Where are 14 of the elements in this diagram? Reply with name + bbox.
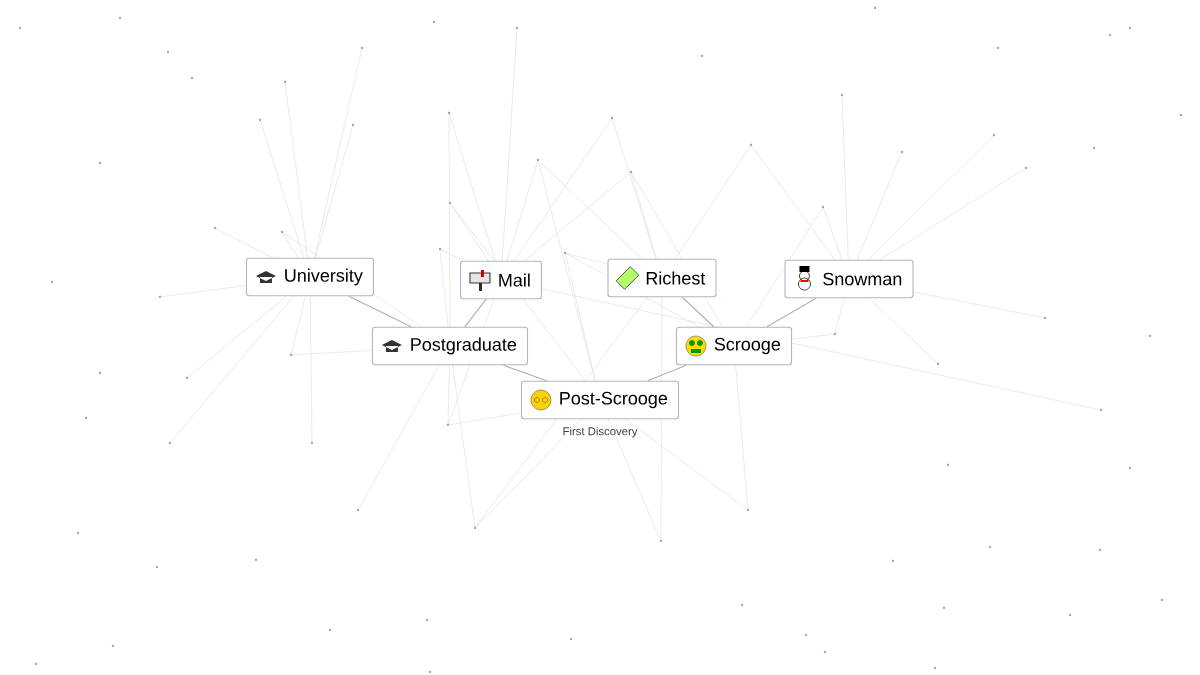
element-card: Scrooge: [675, 326, 793, 366]
connector-line: [681, 296, 715, 328]
element-card: University: [245, 257, 375, 297]
connector-line: [502, 364, 548, 382]
connector-line: [348, 295, 412, 328]
element-card: Mail: [459, 260, 543, 300]
connector-line: [464, 298, 487, 328]
element-card: Postgraduate: [371, 326, 529, 366]
element-card: Post-Scrooge: [520, 380, 680, 420]
connector-line: [766, 297, 817, 328]
element-card: Richest: [607, 258, 717, 298]
element-card: Snowman: [784, 259, 914, 299]
node-label: First Discovery: [563, 426, 638, 438]
connector-line: [647, 364, 687, 382]
